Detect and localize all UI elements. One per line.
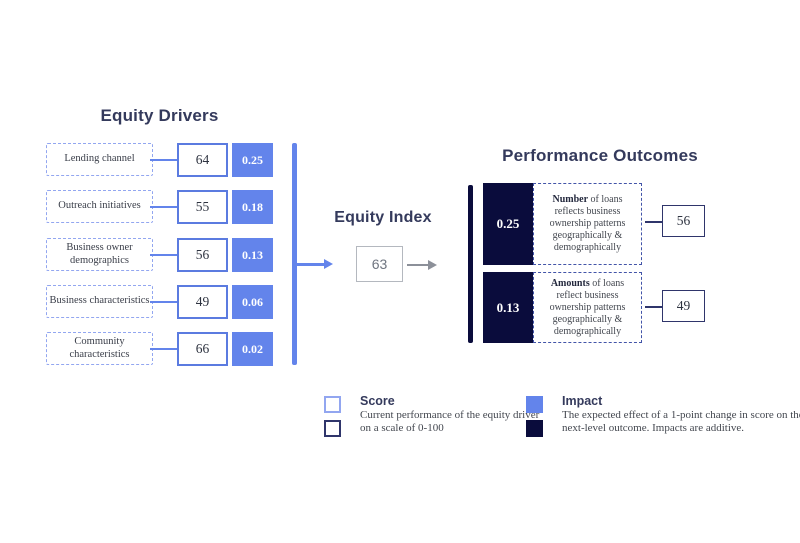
outcome-impact: 0.25	[496, 216, 520, 231]
driver-score-box: 56	[177, 238, 228, 272]
legend-score-outcome-swatch	[324, 420, 341, 437]
equity-drivers-title: Equity Drivers	[100, 106, 219, 125]
driver-impact: 0.18	[242, 199, 263, 214]
outcomes-aggregate-bar	[468, 185, 473, 343]
driver-label-box: Community characteristics	[46, 332, 153, 365]
driver-row: Business owner demographics 56 0.13	[46, 238, 273, 272]
driver-impact: 0.02	[242, 341, 263, 356]
equity-index-value-box: 63	[356, 246, 403, 282]
driver-label-box: Lending channel	[46, 143, 153, 176]
outcome-impact-box: 0.13	[483, 272, 533, 343]
legend-score-title: Score	[360, 394, 395, 408]
driver-label: Business owner demographics	[66, 242, 133, 266]
outcome-description: Amounts of loans reflect business owners…	[537, 278, 638, 338]
driver-impact-box: 0.02	[232, 332, 273, 366]
driver-label-box: Business characteristics	[46, 285, 153, 318]
driver-score-box: 64	[177, 143, 228, 177]
driver-score: 55	[195, 199, 210, 214]
driver-score-box: 55	[177, 190, 228, 224]
driver-score-box: 49	[177, 285, 228, 319]
legend-impact-outcome-swatch	[526, 420, 543, 437]
arrow-head	[428, 260, 437, 270]
legend-impact-description: The expected effect of a 1-point change …	[562, 409, 800, 435]
outcome-description-bold: Amounts	[550, 277, 590, 289]
driver-score-box: 66	[177, 332, 228, 366]
arrow-head	[324, 259, 333, 269]
legend-score-description: Current performance of the equity driver…	[360, 409, 540, 435]
outcome-impact-box: 0.25	[483, 183, 533, 265]
driver-label: Business characteristics	[49, 295, 150, 307]
legend-score-driver-swatch	[324, 396, 341, 413]
flow-arrow-icon	[297, 259, 333, 270]
outcome-score-box: 49	[662, 290, 705, 322]
drivers-aggregate-bar	[292, 143, 297, 365]
driver-impact-box: 0.13	[232, 238, 273, 272]
connector-line	[150, 254, 177, 256]
driver-impact-box: 0.06	[232, 285, 273, 319]
driver-label-box: Outreach initiatives	[46, 190, 153, 223]
connector-line	[645, 221, 662, 223]
outcome-item: 0.13 Amounts of loans reflect business o…	[483, 272, 642, 343]
driver-label-box: Business owner demographics	[46, 238, 153, 271]
driver-impact: 0.13	[242, 247, 263, 262]
driver-impact: 0.06	[242, 294, 263, 309]
outcome-score: 49	[676, 298, 691, 313]
equity-index-value: 63	[371, 256, 388, 272]
outcome-description-box: Number of loans reflects business owners…	[533, 183, 642, 265]
outcome-description-bold: Number	[552, 194, 589, 205]
outcome-description-box: Amounts of loans reflect business owners…	[533, 272, 642, 343]
driver-row: Business characteristics 49 0.06	[46, 285, 273, 319]
connector-line	[150, 206, 177, 208]
connector-line	[150, 301, 177, 303]
connector-line	[645, 306, 662, 308]
performance-outcomes-title: Performance Outcomes	[502, 146, 698, 165]
driver-label: Community characteristics	[69, 336, 130, 360]
driver-impact: 0.25	[242, 152, 263, 167]
driver-impact-box: 0.25	[232, 143, 273, 177]
driver-label: Outreach initiatives	[58, 200, 141, 212]
outcome-description-rest: of loans reflect business ownership patt…	[549, 277, 626, 337]
arrow-line	[407, 264, 428, 266]
equity-index-title: Equity Index	[334, 209, 432, 226]
connector-line	[150, 159, 177, 161]
driver-row: Lending channel 64 0.25	[46, 143, 273, 177]
driver-score: 56	[195, 247, 210, 262]
outcome-score: 56	[676, 213, 691, 228]
driver-impact-box: 0.18	[232, 190, 273, 224]
legend-impact-driver-swatch	[526, 396, 543, 413]
flow-arrow-icon	[407, 260, 437, 271]
driver-label: Lending channel	[64, 153, 135, 165]
driver-row: Community characteristics 66 0.02	[46, 332, 273, 366]
driver-row: Outreach initiatives 55 0.18	[46, 190, 273, 224]
outcome-description: Number of loans reflects business owners…	[537, 194, 638, 254]
driver-score: 49	[195, 294, 210, 309]
connector-line	[150, 348, 177, 350]
outcome-score-box: 56	[662, 205, 705, 237]
arrow-line	[297, 263, 324, 266]
driver-score: 66	[195, 341, 210, 356]
outcome-description-rest: of loans reflects business ownership pat…	[549, 194, 626, 253]
outcome-item: 0.25 Number of loans reflects business o…	[483, 183, 642, 265]
legend-impact-title: Impact	[562, 394, 603, 408]
driver-score: 64	[195, 152, 210, 167]
outcome-impact: 0.13	[496, 299, 520, 315]
